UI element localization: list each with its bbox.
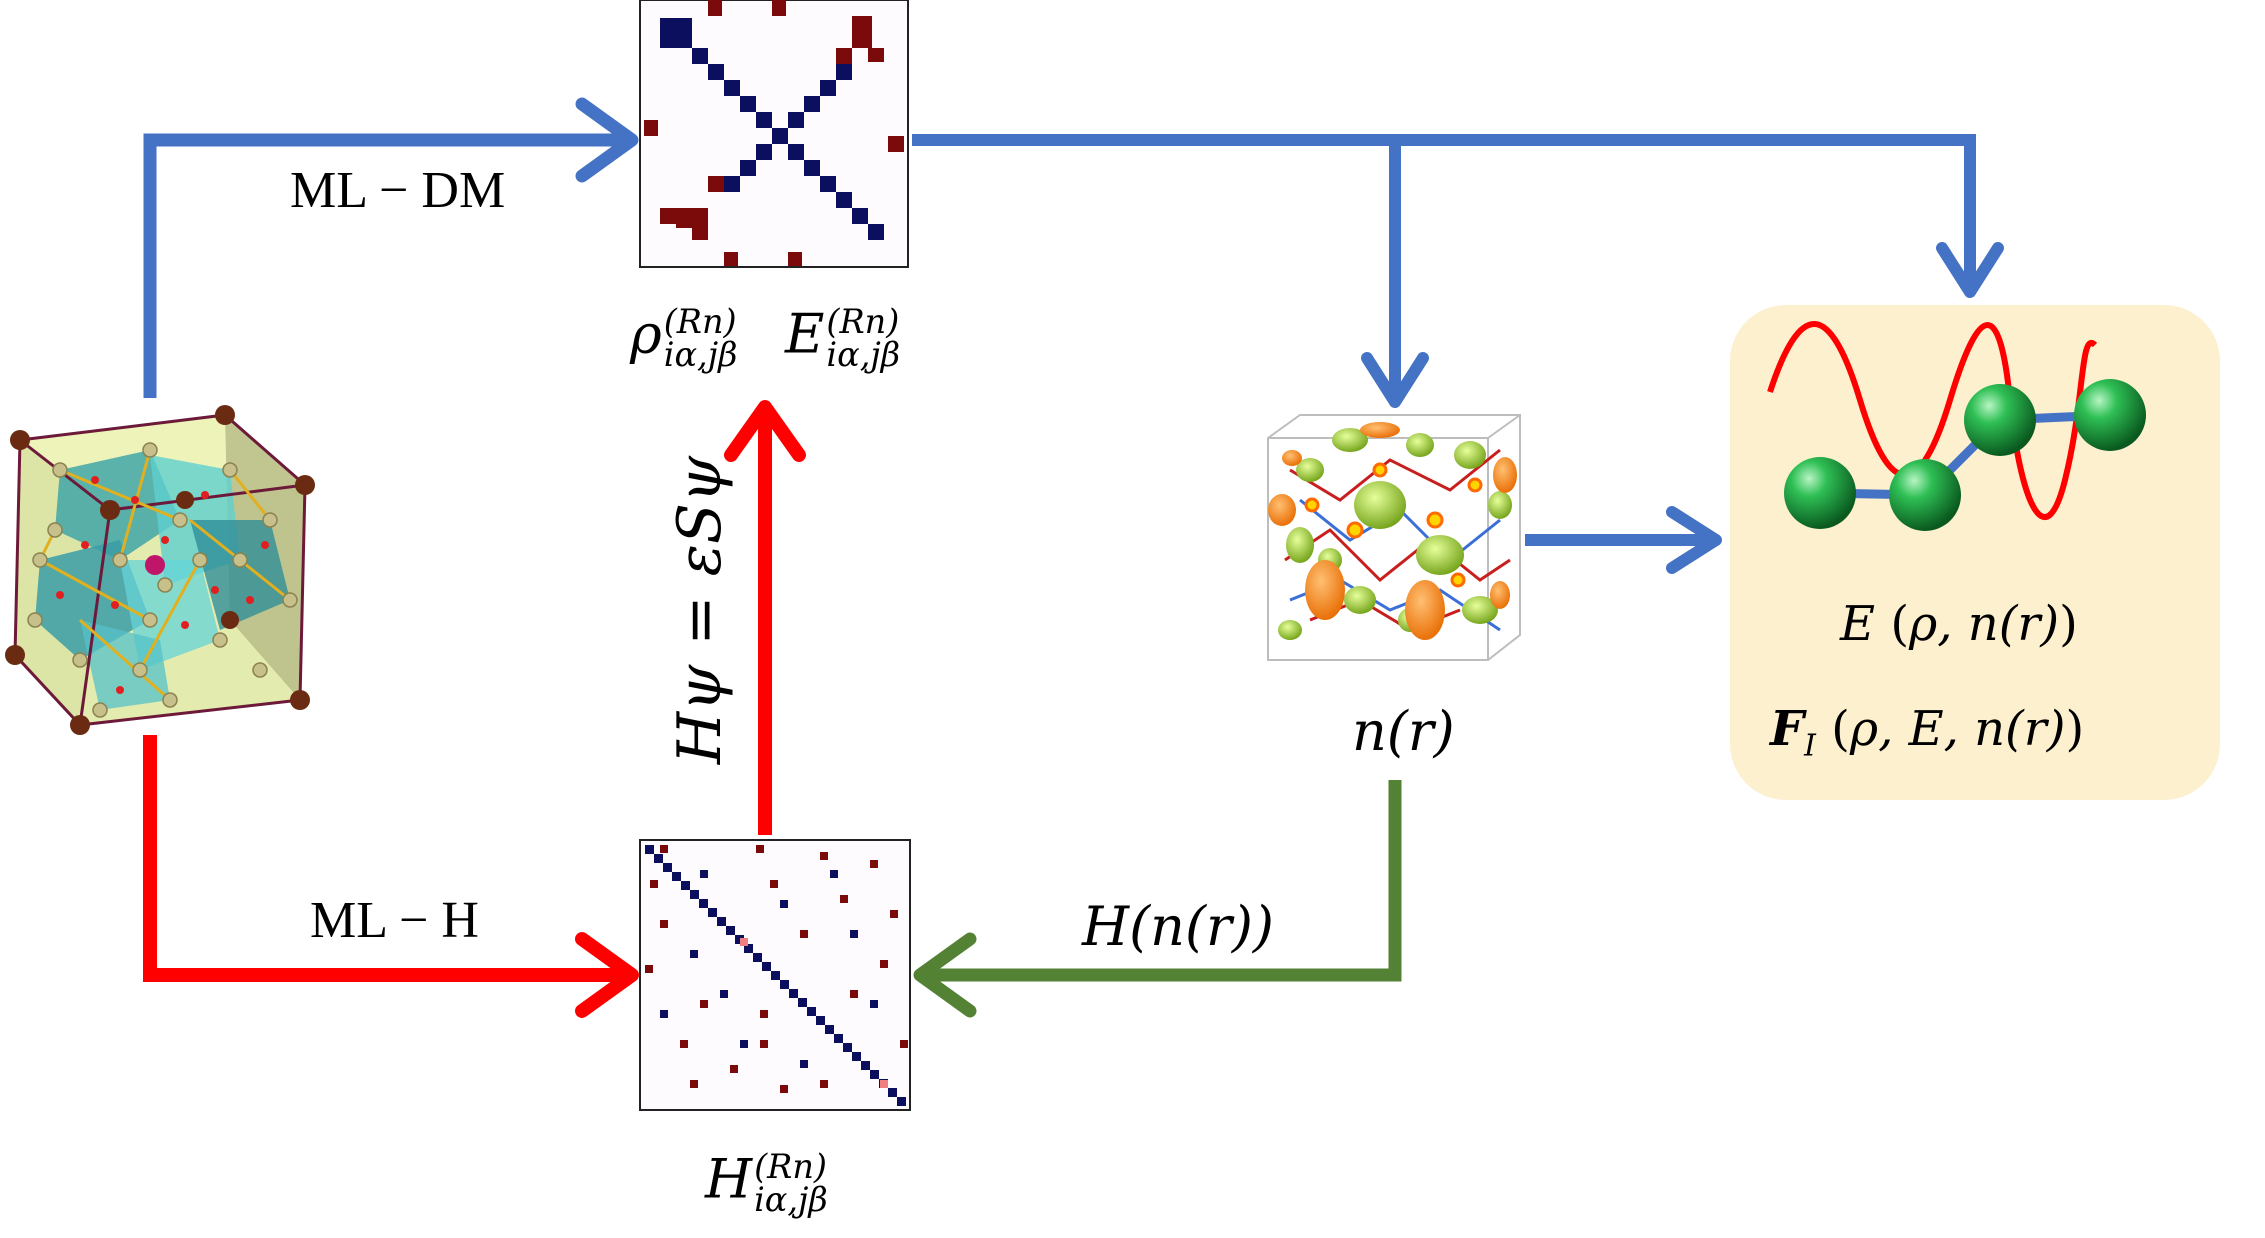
label-energy-density-matrix: E (Rn) iα,jβ: [785, 305, 900, 372]
force-subscript: I: [1804, 728, 1816, 764]
arrowhead-panel: [1936, 242, 2004, 298]
force-args: ρ, E, n(r): [1849, 701, 2066, 757]
arrow-ml-h: [143, 735, 628, 982]
label-eigen-equation: Hψ = εSψ: [665, 455, 735, 765]
arrow-ml-dm: [143, 133, 628, 398]
arrowhead-density-panel: [1666, 506, 1722, 574]
label-energy-functional: E (ρ, n(r)): [1840, 596, 2078, 652]
electron-density-cube-icon: [1267, 414, 1521, 661]
hamiltonian-matrix-heatmap-icon: [639, 839, 911, 1111]
label-hamiltonian-matrix: H (Rn) iα,jβ: [705, 1150, 828, 1217]
energy-dm-superscript: (Rn): [826, 302, 900, 341]
energy-dm-symbol: E: [785, 302, 825, 366]
hamiltonian-subscript: iα,jβ: [754, 1180, 828, 1220]
label-force-functional: FI (ρ, E, n(r)): [1770, 701, 2085, 764]
label-ml-dm: ML − DM: [290, 162, 506, 219]
arrowhead-ml-dm: [575, 97, 639, 183]
rho-symbol: ρ: [630, 302, 662, 366]
energy-args: ρ, n(r): [1909, 596, 2060, 652]
hamiltonian-symbol: H: [705, 1147, 753, 1211]
label-density-matrix: ρ (Rn) iα,jβ: [630, 305, 737, 372]
hamiltonian-superscript: (Rn): [754, 1147, 827, 1186]
label-hamiltonian-of-density: H(n(r)): [1082, 895, 1274, 958]
arrow-dm-branch: [912, 134, 1976, 290]
rho-superscript: (Rn): [663, 302, 737, 341]
energy-symbol: E: [1840, 596, 1876, 652]
energy-dm-subscript: iα,jβ: [826, 335, 901, 375]
arrowhead-ml-h: [575, 932, 639, 1018]
rho-subscript: iα,jβ: [663, 335, 738, 375]
arrowhead-density: [1361, 352, 1429, 408]
output-panel: [1730, 305, 2220, 800]
density-matrix-heatmap-icon: [639, 0, 909, 268]
crystal-structure-icon: [5, 405, 315, 735]
force-symbol: F: [1770, 701, 1805, 757]
arrowhead-eigen: [724, 400, 806, 462]
arrow-h-of-n: [925, 780, 1402, 982]
wave-and-atoms-icon: [1767, 321, 2146, 531]
arrowhead-h-of-n: [913, 932, 977, 1018]
label-electron-density: n(r): [1352, 700, 1455, 763]
label-ml-h: ML − H: [310, 892, 479, 949]
